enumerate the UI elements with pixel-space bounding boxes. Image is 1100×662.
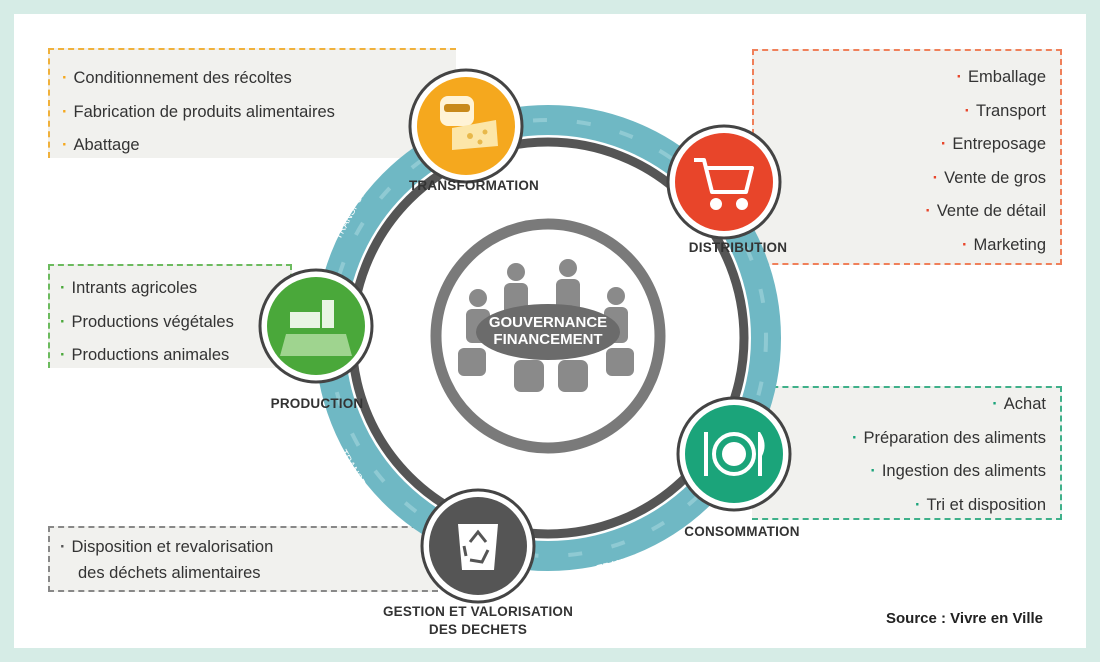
transformation-item: ·Conditionnement des récoltes [62,69,292,87]
distribution-item: ·Entreposage [940,135,1046,153]
production-item: ·Intrants agricoles [60,279,198,297]
consommation-item: ·Tri et disposition [914,495,1046,514]
transformation-label: TRANSFORMATION [408,178,540,193]
distribution-box: ·Emballage ·Transport ·Entreposage ·Vent… [752,49,1062,265]
shopping-cart-icon [694,158,754,210]
gestion-item: ·Disposition et revalorisation [60,538,274,556]
transport-label: TRANSPORT [789,281,808,343]
plate-cutlery-icon [704,432,765,476]
consommation-box: ·Achat ·Préparation des aliments ·Ingest… [752,386,1062,520]
production-item: ·Productions animales [60,346,230,364]
transport-label: TRANSPORT [617,89,678,122]
production-label: PRODUCTION [270,396,364,411]
center-line1: GOUVERNANCE [489,314,607,331]
gestion-node [420,488,536,604]
production-node [258,268,374,384]
meeting-table [476,304,620,360]
gestion-item: des déchets alimentaires [78,564,261,582]
consommation-item: ·Ingestion des aliments [870,462,1046,480]
distribution-item: ·Marketing [962,235,1046,254]
center-line2: FINANCEMENT [493,331,602,348]
source-credit: Source : Vivre en Ville [886,610,1044,627]
distribution-item: ·Transport [964,101,1047,120]
distribution-item: ·Vente de gros [932,168,1046,187]
distribution-item: ·Emballage [956,68,1046,86]
transformation-box: ·Conditionnement des récoltes ·Fabricati… [48,48,456,158]
consommation-item: ·Achat [992,395,1046,413]
transformation-item: ·Fabrication de produits alimentaires [62,102,335,121]
gestion-label-line1: GESTION ET VALORISATION [382,604,574,619]
consommation-node [676,396,792,512]
production-box: ·Intrants agricoles ·Productions végétal… [48,264,292,368]
transport-ring-chevrons [328,118,768,558]
consommation-label: CONSOMMATION [684,524,800,539]
gestion-label-line2: DES DECHETS [428,622,528,637]
farm-icon [280,300,352,356]
distribution-label: DISTRIBUTION [688,240,788,255]
transformation-item: ·Abattage [62,136,140,154]
distribution-node [666,124,782,240]
consommation-item: ·Préparation des aliments [851,428,1046,447]
gestion-box: ·Disposition et revalorisation des déche… [48,526,438,592]
transformation-node [408,68,524,184]
cheese-jar-icon [440,96,498,150]
distribution-item: ·Vente de détail [925,202,1046,220]
recycle-bin-icon [458,524,498,570]
production-item: ·Productions végétales [60,312,234,331]
